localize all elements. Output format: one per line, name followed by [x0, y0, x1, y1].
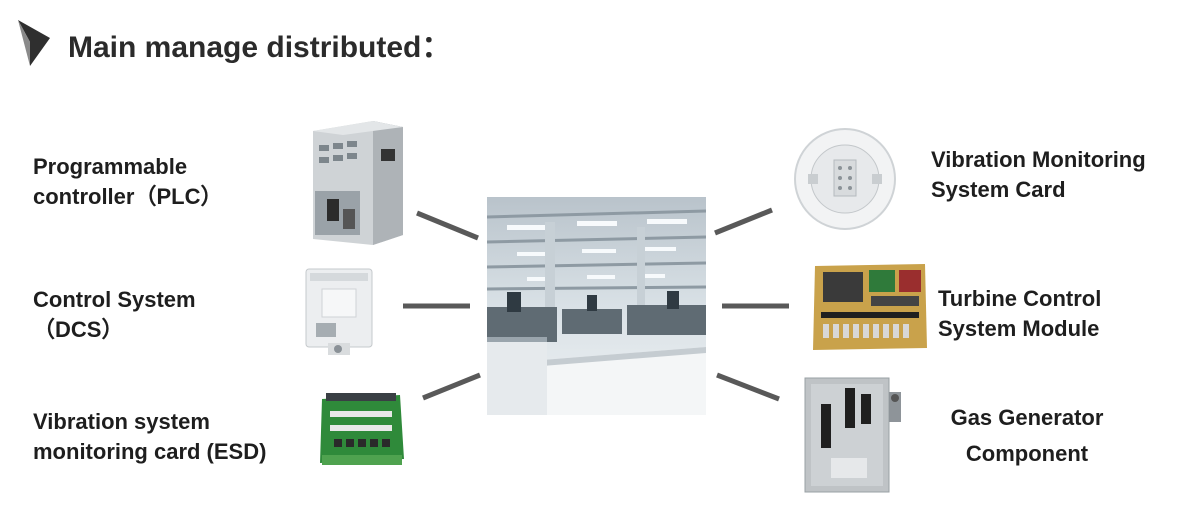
plc-label-line2: controller（PLC）: [33, 184, 223, 209]
triangle-bullet-icon: [18, 20, 50, 66]
turbine-label-line1: Turbine Control: [938, 286, 1102, 311]
turbine-label-line2: System Module: [938, 316, 1100, 341]
connector-line-esd: [422, 372, 481, 401]
vibration-card-image: [794, 128, 896, 230]
connector-line-gas: [716, 372, 780, 402]
right-item-gas-label: Gas Generator Component: [937, 400, 1117, 472]
right-item-vibration-label: Vibration Monitoring System Card: [931, 145, 1146, 205]
vibration-label-line1: Vibration Monitoring: [931, 147, 1146, 172]
plc-label-line1: Programmable: [33, 154, 188, 179]
right-item-turbine-label: Turbine Control System Module: [938, 284, 1101, 344]
gas-generator-image: [804, 377, 901, 493]
connector-line-vibration: [714, 207, 773, 236]
gas-label-line1: Gas Generator: [950, 405, 1104, 430]
vibration-label-line2: System Card: [931, 177, 1066, 202]
page-title: Main manage distributed：: [68, 31, 452, 64]
plc-controller-image: [313, 121, 403, 245]
dcs-module-image: [305, 268, 373, 355]
esd-label-line2: monitoring card (ESD): [33, 439, 267, 464]
left-item-dcs-label: Control System （DCS）: [33, 285, 196, 345]
connector-line-plc: [416, 210, 479, 241]
dcs-label-line1: Control System: [33, 287, 196, 312]
factory-floor-image: [487, 197, 706, 415]
dcs-label-line2: （DCS）: [33, 317, 124, 342]
left-item-esd-label: Vibration system monitoring card (ESD): [33, 407, 266, 467]
gas-label-line2: Component: [965, 441, 1089, 466]
esd-card-image: [320, 393, 404, 465]
esd-label-line1: Vibration system: [33, 409, 210, 434]
turbine-module-image: [813, 264, 927, 350]
left-item-plc-label: Programmable controller（PLC）: [33, 152, 222, 212]
